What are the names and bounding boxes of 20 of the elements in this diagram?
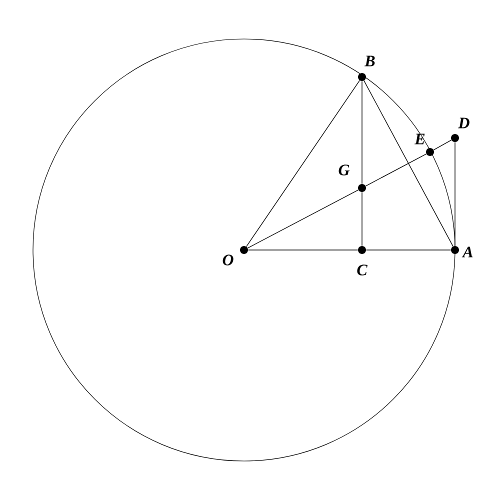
point-label: E xyxy=(414,134,425,144)
point xyxy=(358,184,366,192)
point xyxy=(358,246,366,254)
point-label: D xyxy=(458,118,470,128)
line-segment xyxy=(246,80,360,247)
point-label: B xyxy=(364,56,375,66)
line-segment xyxy=(364,80,454,247)
point-label: O xyxy=(222,254,234,266)
point xyxy=(451,134,459,142)
point-label: A xyxy=(462,246,473,258)
point-label: C xyxy=(357,264,368,276)
line-segment xyxy=(433,140,452,150)
point xyxy=(426,148,434,156)
line-segment xyxy=(454,142,456,246)
point xyxy=(358,73,366,81)
point xyxy=(451,246,459,254)
line-segment xyxy=(365,154,427,186)
line-segment xyxy=(247,190,359,248)
point-label: G xyxy=(338,164,350,176)
point xyxy=(240,246,248,254)
